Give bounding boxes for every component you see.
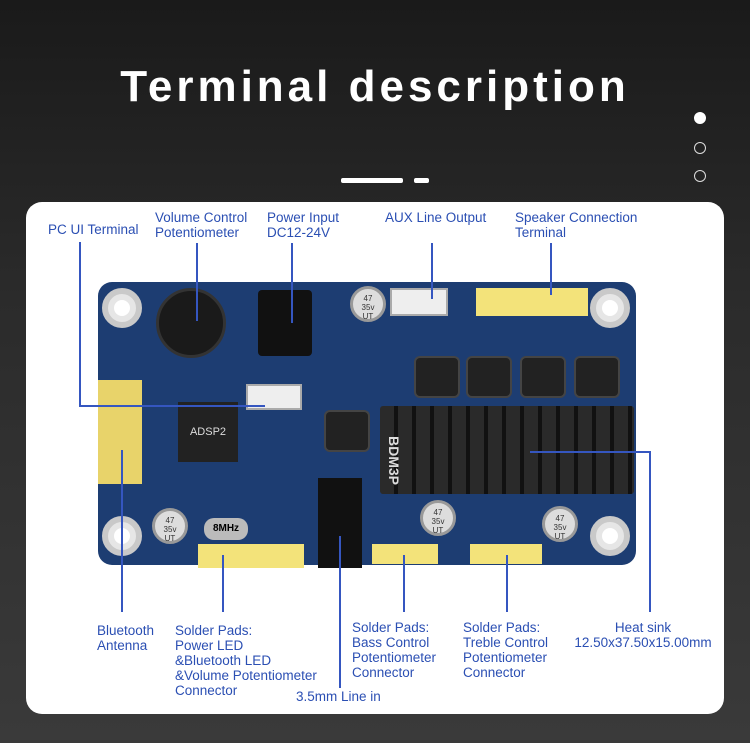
inductor <box>324 410 370 452</box>
page-dot-1[interactable] <box>694 112 706 124</box>
leader-line <box>121 450 123 612</box>
page-dot-3[interactable] <box>694 170 706 182</box>
bluetooth-antenna <box>98 380 142 484</box>
page-dot-2[interactable] <box>694 142 706 154</box>
leader-line <box>403 555 405 612</box>
speaker-pads <box>476 288 588 316</box>
solder-pads-power <box>198 544 304 568</box>
volume-potentiometer <box>156 288 226 358</box>
label-speaker-terminal: Speaker Connection Terminal <box>515 210 638 240</box>
label-bluetooth-antenna: Bluetooth Antenna <box>97 623 155 653</box>
inductor <box>520 356 566 398</box>
pcb-board: ADSP2 BDM3P 47 35v UT 47 35v UT 47 35v U… <box>98 282 636 568</box>
dc-jack <box>258 290 312 356</box>
label-solder-pads-power: Solder Pads: Power LED &Bluetooth LED &V… <box>175 623 317 698</box>
capacitor: 47 35v UT <box>420 500 456 536</box>
label-aux-output: AUX Line Output <box>385 210 487 225</box>
inductor <box>414 356 460 398</box>
title-underline-dash <box>414 178 429 183</box>
amp-chip-label: BDM3P <box>386 436 402 486</box>
leader-line <box>222 555 224 612</box>
label-solder-pads-bass: Solder Pads: Bass Control Potentiometer … <box>352 620 437 680</box>
label-power-input: Power Input DC12-24V <box>267 210 340 240</box>
leader-line <box>431 243 433 299</box>
mount-hole <box>102 288 142 328</box>
label-heat-sink: Heat sink 12.50x37.50x15.00mm <box>574 620 712 650</box>
leader-line <box>530 451 651 453</box>
aux-connector <box>390 288 448 316</box>
leader-line <box>339 536 341 688</box>
leader-line <box>196 243 198 321</box>
label-line-in: 3.5mm Line in <box>296 689 381 704</box>
leader-line <box>79 242 81 407</box>
capacitor: 47 35v UT <box>350 286 386 322</box>
capacitor: 47 35v UT <box>152 508 188 544</box>
label-solder-pads-treble: Solder Pads: Treble Control Potentiomete… <box>463 620 549 680</box>
label-volume-control: Volume Control Potentiometer <box>155 210 248 240</box>
inductor <box>574 356 620 398</box>
mount-hole <box>590 288 630 328</box>
heat-sink: BDM3P <box>380 406 634 494</box>
leader-line <box>506 555 508 612</box>
solder-pads-bass <box>372 544 438 564</box>
inductor <box>466 356 512 398</box>
leader-line <box>550 243 552 295</box>
mount-hole <box>590 516 630 556</box>
label-pc-ui-terminal: PC UI Terminal <box>48 222 139 237</box>
capacitor: 47 35v UT <box>542 506 578 542</box>
leader-line <box>79 405 265 407</box>
leader-line <box>291 243 293 323</box>
title-underline <box>341 178 403 183</box>
page-title: Terminal description <box>120 62 630 111</box>
dsp-chip: ADSP2 <box>178 402 238 462</box>
leader-line <box>649 451 651 612</box>
solder-pads-treble <box>470 544 542 564</box>
crystal: 8MHz <box>204 518 248 540</box>
